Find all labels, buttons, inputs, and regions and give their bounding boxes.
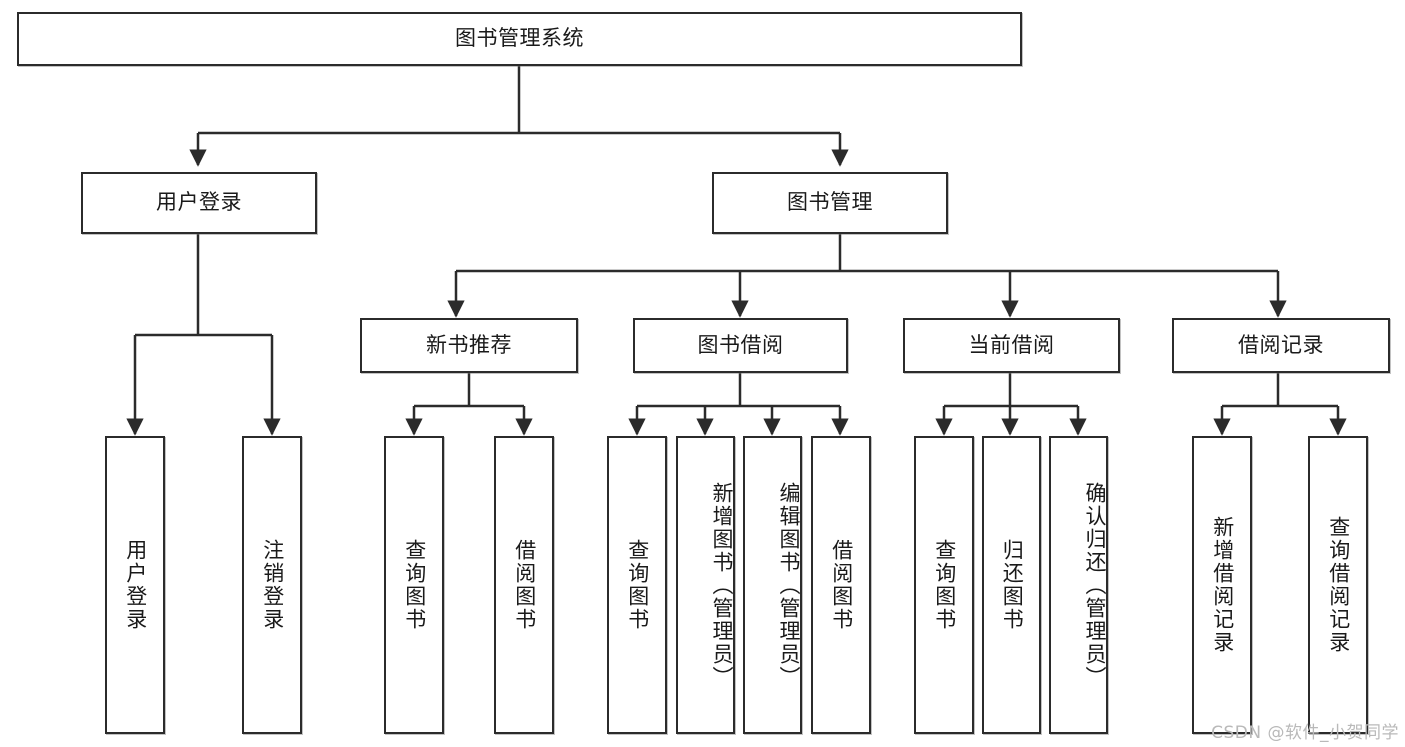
node-leaf-return-book[interactable]: 归还图书 [982,436,1041,734]
node-current-borrow[interactable]: 当前借阅 [903,318,1120,373]
node-leaf-edit-book[interactable]: 编辑图书（管理员） [743,436,802,734]
node-book-borrow[interactable]: 图书借阅 [633,318,848,373]
node-leaf-add-book[interactable]: 新增图书（管理员） [676,436,735,734]
node-new-book-recommend[interactable]: 新书推荐 [360,318,578,373]
node-leaf-query-record[interactable]: 查询借阅记录 [1308,436,1368,734]
node-leaf-query-book-2[interactable]: 查询图书 [607,436,667,734]
node-leaf-borrow-book-1[interactable]: 借阅图书 [494,436,554,734]
node-leaf-borrow-book-2[interactable]: 借阅图书 [811,436,871,734]
node-leaf-confirm-return[interactable]: 确认归还（管理员） [1049,436,1108,734]
node-leaf-query-book-3[interactable]: 查询图书 [914,436,974,734]
node-leaf-logout-login[interactable]: 注销登录 [242,436,302,734]
node-leaf-user-login[interactable]: 用户登录 [105,436,165,734]
node-leaf-query-book-1[interactable]: 查询图书 [384,436,444,734]
node-user-login[interactable]: 用户登录 [81,172,317,234]
node-leaf-add-record[interactable]: 新增借阅记录 [1192,436,1252,734]
node-borrow-record[interactable]: 借阅记录 [1172,318,1390,373]
node-book-manage[interactable]: 图书管理 [712,172,948,234]
watermark-text: CSDN @软件_小贺同学 [1211,723,1399,743]
node-root-system[interactable]: 图书管理系统 [17,12,1022,66]
